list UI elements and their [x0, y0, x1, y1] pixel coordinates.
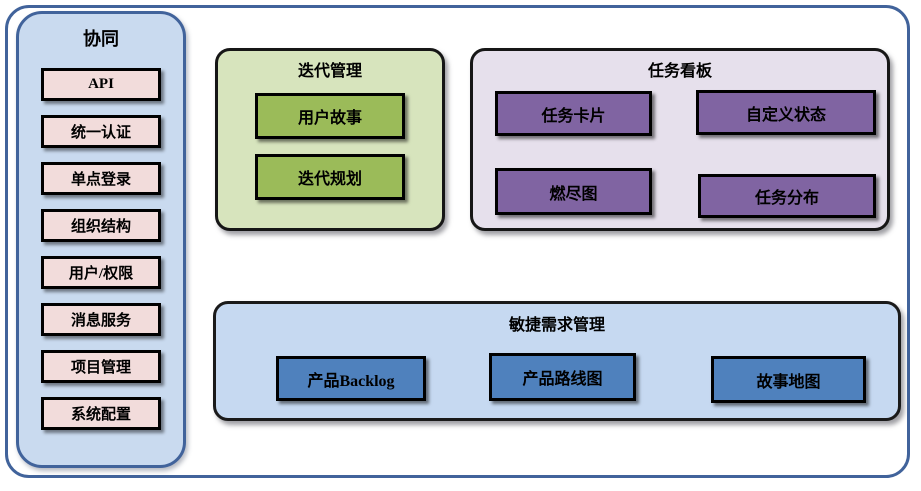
panel-task-board: 任务看板 任务卡片 自定义状态 燃尽图 任务分布: [470, 48, 890, 231]
panel-agile-requirements-title: 敏捷需求管理: [508, 317, 605, 334]
iteration-items: 用户故事 迭代规划: [218, 93, 442, 200]
sidebar-item-user-permissions: 用户/权限: [41, 256, 161, 289]
panel-task-board-title: 任务看板: [647, 63, 712, 80]
sidebar-item-project-management: 项目管理: [41, 350, 161, 383]
panel-collaboration-title: 协同: [83, 29, 119, 49]
sidebar-item-api: API: [41, 68, 161, 101]
sidebar-items: API 统一认证 单点登录 组织结构 用户/权限 消息服务 项目管理 系统配置: [19, 68, 183, 430]
sidebar-item-unified-auth: 统一认证: [41, 115, 161, 148]
sidebar-item-org-structure: 组织结构: [41, 209, 161, 242]
panel-iteration-management: 迭代管理 用户故事 迭代规划: [215, 48, 445, 231]
panel-agile-requirements: 敏捷需求管理 产品Backlog 产品路线图 故事地图: [213, 301, 901, 421]
node-burndown-chart: 燃尽图: [495, 168, 652, 215]
node-product-roadmap: 产品路线图: [489, 353, 636, 401]
panel-collaboration: 协同 API 统一认证 单点登录 组织结构 用户/权限 消息服务 项目管理 系统…: [16, 11, 186, 468]
node-iteration-planning: 迭代规划: [255, 154, 405, 200]
node-product-backlog: 产品Backlog: [276, 356, 426, 401]
node-task-card: 任务卡片: [495, 91, 652, 136]
sidebar-item-message-service: 消息服务: [41, 303, 161, 336]
node-user-story: 用户故事: [255, 93, 405, 139]
node-custom-status: 自定义状态: [696, 90, 876, 135]
sidebar-item-system-config: 系统配置: [41, 397, 161, 430]
node-story-map: 故事地图: [711, 356, 866, 403]
node-task-distribution: 任务分布: [698, 174, 876, 218]
sidebar-item-sso: 单点登录: [41, 162, 161, 195]
panel-iteration-title: 迭代管理: [297, 63, 362, 80]
